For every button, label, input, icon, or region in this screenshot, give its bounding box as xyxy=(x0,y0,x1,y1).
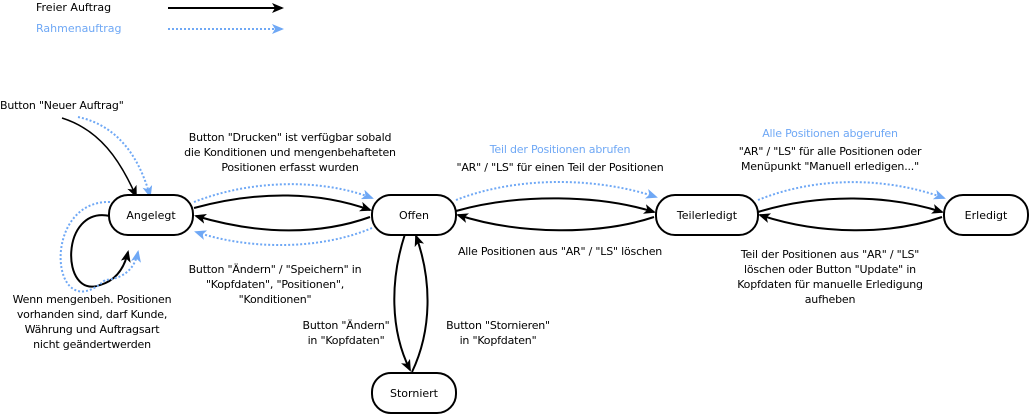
label-teil-erledigt: "AR" / "LS" für alle Positionen oder Men… xyxy=(716,144,944,174)
label-line: Menüpunkt "Manuell erledigen..." xyxy=(741,160,919,173)
label-line: nicht geändertwerden xyxy=(33,338,151,351)
state-angelegt[interactable]: Angelegt xyxy=(108,194,194,236)
edge-teil-erledigt-blue xyxy=(757,181,946,201)
edge-self-loop-black xyxy=(70,214,131,288)
label-line: in "Kopfdaten" xyxy=(307,334,385,347)
state-erledigt[interactable]: Erledigt xyxy=(943,194,1029,236)
state-storniert[interactable]: Storniert xyxy=(371,372,457,414)
label-line: "Kopfdaten", "Positionen", xyxy=(205,278,345,291)
label-teil-offen: Alle Positionen aus "AR" / "LS" löschen xyxy=(457,245,663,258)
label-line: Wenn mengenbeh. Positionen xyxy=(12,293,172,306)
label-line: Button "Ändern" / "Speichern" in xyxy=(188,263,362,276)
edge-offen-storniert-black xyxy=(393,233,411,372)
label-line: Button "Drucken" ist verfügbar sobald xyxy=(188,131,392,144)
state-offen-label: Offen xyxy=(399,208,429,222)
state-storniert-label: Storniert xyxy=(390,386,438,400)
label-angelegt-offen: Button "Drucken" ist verfügbar sobald di… xyxy=(166,130,414,175)
label-erledigt-teil: Teil der Positionen aus "AR" / "LS" lösc… xyxy=(730,247,930,307)
label-offen-angelegt: Button "Ändern" / "Speichern" in "Kopfda… xyxy=(170,262,380,307)
label-offen-storniert: Button "Stornieren" in "Kopfdaten" xyxy=(436,318,560,348)
edge-start-blue xyxy=(77,116,153,198)
edge-angelegt-offen-black xyxy=(193,194,372,212)
edge-offen-angelegt-black xyxy=(194,214,371,232)
legend-rahmen-label: Rahmenauftrag xyxy=(36,22,122,35)
label-line: die Konditionen und mengenbehafteten xyxy=(184,146,396,159)
label-line: vorhanden sind, darf Kunde, xyxy=(16,308,168,321)
edge-storniert-offen-black xyxy=(411,234,429,373)
label-line: Kopfdaten für manuelle Erledigung xyxy=(737,278,923,291)
label-teil-erledigt-blue: Alle Positionen abgerufen xyxy=(762,127,898,140)
label-line: Button "Stornieren" xyxy=(446,319,550,332)
edge-offen-angelegt-blue xyxy=(194,227,373,246)
label-angelegt-self: Wenn mengenbeh. Positionen vorhanden sin… xyxy=(2,292,182,352)
edge-offen-teil-blue xyxy=(455,181,658,201)
label-offen-teil: "AR" / "LS" für einen Teil der Positione… xyxy=(456,161,664,174)
label-offen-teil-blue: Teil der Positionen abrufen xyxy=(489,143,631,156)
edge-angelegt-offen-blue xyxy=(193,183,374,203)
label-line: "AR" / "LS" für alle Positionen oder xyxy=(738,145,922,158)
label-line: "Konditionen" xyxy=(238,293,312,306)
state-teilerledigt-label: Teilerledigt xyxy=(676,208,738,222)
label-line: Währung und Auftragsart xyxy=(24,323,160,336)
label-line: Positionen erfasst wurden xyxy=(221,161,359,174)
label-line: Button "Ändern" xyxy=(302,319,390,332)
edge-erledigt-teil-black xyxy=(758,213,943,232)
label-line: aufheben xyxy=(804,293,856,306)
label-start: Button "Neuer Auftrag" xyxy=(0,99,124,112)
state-teilerledigt[interactable]: Teilerledigt xyxy=(655,194,759,236)
edge-teil-offen-black xyxy=(456,213,655,232)
label-line: in "Kopfdaten" xyxy=(459,334,537,347)
edge-teil-erledigt-black xyxy=(757,197,944,214)
edge-offen-teil-black xyxy=(455,197,656,214)
label-storniert-offen: Button "Ändern" in "Kopfdaten" xyxy=(290,318,402,348)
legend-freier-label: Freier Auftrag xyxy=(36,1,112,14)
state-offen[interactable]: Offen xyxy=(371,194,457,236)
state-angelegt-label: Angelegt xyxy=(126,208,176,222)
state-erledigt-label: Erledigt xyxy=(964,208,1008,222)
edge-start-black xyxy=(61,117,137,198)
label-line: Teil der Positionen aus "AR" / "LS" xyxy=(740,248,920,261)
label-line: löschen oder Button "Update" in xyxy=(744,263,916,276)
